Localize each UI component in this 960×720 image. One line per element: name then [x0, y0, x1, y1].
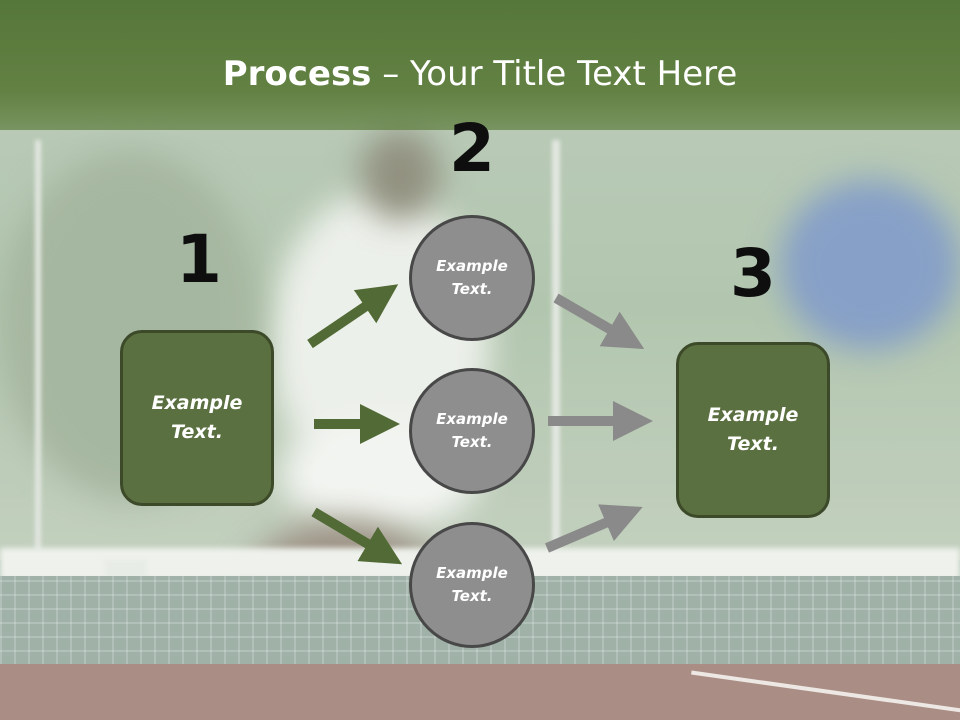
left-box-text: Example Text. — [151, 392, 243, 443]
background-player-head — [360, 130, 440, 220]
slide-title: Process – Your Title Text Here — [0, 52, 960, 96]
background-blue-figure — [780, 180, 960, 350]
circle-middle[interactable]: Example Text. — [409, 368, 535, 494]
background-fence-post — [552, 140, 560, 550]
circle-bottom-text: Example Text. — [436, 564, 508, 605]
circle-top-text: Example Text. — [436, 257, 508, 298]
step-number-2: 2 — [449, 110, 495, 187]
arrow-from-circle-top — [553, 293, 645, 350]
step-number-3: 3 — [730, 235, 776, 312]
circle-middle-text: Example Text. — [436, 410, 508, 451]
header-band — [0, 0, 960, 130]
right-box[interactable]: Example Text. — [676, 342, 830, 518]
background-court — [0, 664, 960, 720]
right-box-text: Example Text. — [707, 404, 799, 455]
arrow-to-circle-bottom — [311, 507, 403, 565]
step-number-1: 1 — [176, 221, 222, 298]
background-fence-post — [35, 140, 41, 550]
left-box[interactable]: Example Text. — [120, 330, 274, 506]
arrow-from-circle-bottom — [545, 504, 643, 553]
title-rest: – Your Title Text Here — [371, 54, 738, 94]
arrow-to-circle-top — [307, 284, 399, 349]
title-bold: Process — [222, 54, 372, 94]
circle-top[interactable]: Example Text. — [409, 215, 535, 341]
circle-bottom[interactable]: Example Text. — [409, 522, 535, 648]
